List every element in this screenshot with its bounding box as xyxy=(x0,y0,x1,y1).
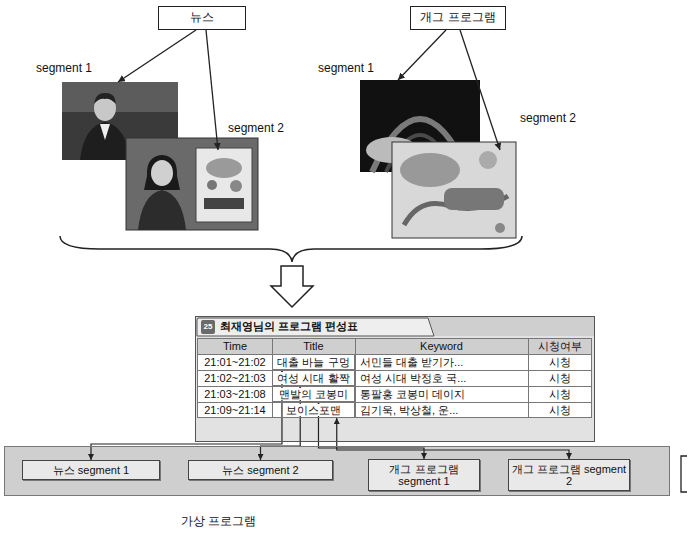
segment-pointer xyxy=(398,30,446,80)
calendar-icon-number-holder: 25 xyxy=(201,320,215,334)
title-cell: 여성 시대 활짝 xyxy=(272,370,355,386)
news-frame-2 xyxy=(126,138,258,230)
time-cell-holder: 21:01~21:02 xyxy=(198,354,272,370)
segment-title: 여성 시대 활짝 xyxy=(276,372,350,384)
segment-label-holder: segment 1 xyxy=(36,62,92,75)
column-header: 시청여부 xyxy=(537,340,583,352)
segment-box: 뉴스 segment 2 xyxy=(188,460,333,480)
schedule-table-ground xyxy=(195,316,595,442)
keyword-cell: 김기욱, 박상철, 운... xyxy=(359,404,459,416)
segment-label: segment 1 xyxy=(36,62,92,75)
keyword-cell-holder: 서민들 대출 받기가... xyxy=(355,354,528,370)
column-header: Time xyxy=(222,340,248,352)
segment-link xyxy=(337,418,569,459)
watched-cell: 시청 xyxy=(548,404,572,416)
virtual-program-band-ground xyxy=(4,446,670,496)
time-cell-holder: 21:09~21:14 xyxy=(198,402,272,418)
time-cell: 21:01~21:02 xyxy=(203,356,266,368)
segment-box: 개그 프로그램 segment 2 xyxy=(508,459,630,491)
column-header-holder: Time xyxy=(198,338,272,354)
bracket xyxy=(681,456,687,492)
column-header-holder: Keyword xyxy=(355,338,528,354)
virtual-program-band: 가상 프로그램뉴스 segment 1뉴스 segment 2개그 프로그램 s… xyxy=(4,446,670,496)
watched-cell: 시청 xyxy=(548,356,572,368)
watched-cell-holder: 시청 xyxy=(528,386,592,402)
program-name: 개그 프로그램 xyxy=(420,11,495,24)
segment-label: segment 1 xyxy=(318,62,374,75)
gag-frame-2 xyxy=(392,142,516,238)
band-caption: 가상 프로그램 xyxy=(181,515,256,528)
segment-name: 뉴스 segment 1 xyxy=(53,464,129,476)
watched-cell-holder: 시청 xyxy=(528,402,592,418)
time-cell-holder: 21:03~21:08 xyxy=(198,386,272,402)
time-cell-holder: 21:02~21:03 xyxy=(198,370,272,386)
time-cell: 21:02~21:03 xyxy=(203,372,266,384)
watched-cell: 시청 xyxy=(548,388,572,400)
segment-label: segment 2 xyxy=(520,112,576,125)
segment-title: 맨발의 코봉미 xyxy=(278,388,349,400)
keyword-cell-holder: 김기욱, 박상철, 운... xyxy=(355,402,528,418)
time-cell: 21:03~21:08 xyxy=(203,388,266,400)
column-header: Keyword xyxy=(419,340,464,352)
keyword-cell-holder: 여성 시대 박정호 국... xyxy=(355,370,528,386)
segment-label: segment 2 xyxy=(228,122,284,135)
segment-pointer xyxy=(118,30,196,82)
segment-label-holder: segment 2 xyxy=(228,122,284,135)
column-header-holder: 시청여부 xyxy=(528,338,592,354)
transform-arrow xyxy=(271,266,313,307)
segment-name: 개그 프로그램 segment 1 xyxy=(369,463,479,487)
watched-cell-holder: 시청 xyxy=(528,354,592,370)
segment-title: 대출 바늘 구멍 xyxy=(276,356,350,368)
segment-box: 개그 프로그램 segment 1 xyxy=(368,459,480,491)
keyword-cell: 서민들 대출 받기가... xyxy=(359,356,464,368)
segment-label-holder: segment 1 xyxy=(318,62,374,75)
calendar-icon-number: 25 xyxy=(204,323,213,332)
window-title-holder: 최재영님의 프로그램 편성표 xyxy=(220,320,358,332)
watched-cell-holder: 시청 xyxy=(528,370,592,386)
keyword-cell: 통팔홍 코봉미 데이지 xyxy=(359,388,466,400)
keyword-cell: 여성 시대 박정호 국... xyxy=(359,372,467,384)
segment-name: 개그 프로그램 segment 2 xyxy=(509,463,629,487)
column-header: Title xyxy=(302,340,324,352)
program-box: 개그 프로그램 xyxy=(410,6,506,30)
segment-title: 보이스포맨 xyxy=(285,404,342,416)
column-header-holder: Title xyxy=(272,338,355,354)
title-cell: 보이스포맨 xyxy=(272,402,355,418)
segment-pointer xyxy=(460,30,500,150)
program-box: 뉴스 xyxy=(158,6,246,30)
time-cell: 21:09~21:14 xyxy=(203,404,266,416)
segment-pointer xyxy=(206,30,218,150)
grouping-brace xyxy=(60,236,522,262)
segment-box: 뉴스 segment 1 xyxy=(22,460,160,480)
watched-cell: 시청 xyxy=(548,372,572,384)
window-title: 최재영님의 프로그램 편성표 xyxy=(220,320,358,332)
segment-label-holder: segment 2 xyxy=(520,112,576,125)
keyword-cell-holder: 통팔홍 코봉미 데이지 xyxy=(355,386,528,402)
title-cell: 맨발의 코봉미 xyxy=(272,386,355,402)
title-cell: 대출 바늘 구멍 xyxy=(272,354,355,370)
program-name: 뉴스 xyxy=(190,11,214,24)
band-caption-holder: 가상 프로그램 xyxy=(181,515,256,528)
segment-name: 뉴스 segment 2 xyxy=(222,464,298,476)
